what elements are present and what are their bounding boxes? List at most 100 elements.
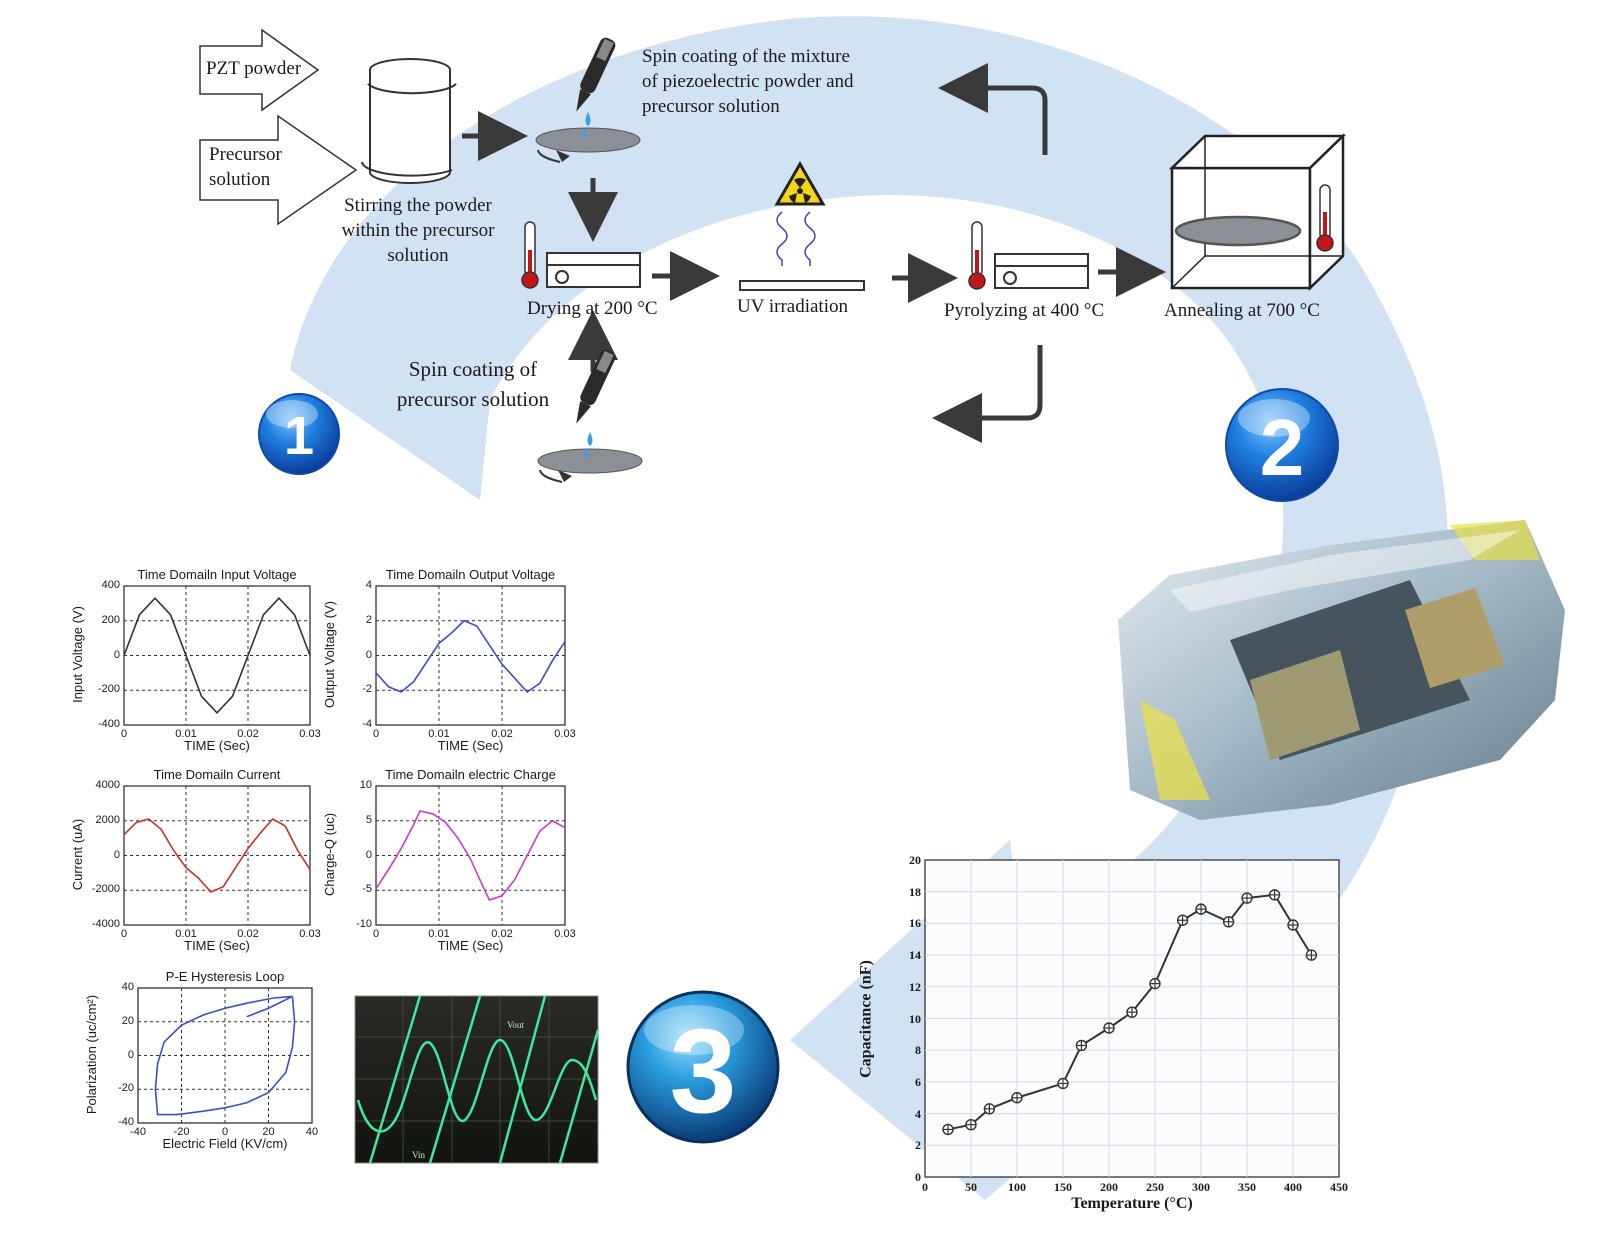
y-tick-label: 200 [101,613,120,626]
y-axis-label: Output Voltage (V) [321,600,337,708]
series-line [375,810,566,901]
y-tick-label: -2 [362,683,372,696]
y-tick-label: -4 [362,718,372,730]
y-tick-label: 10 [909,1011,921,1026]
return-arrow-up [938,63,1048,155]
hotplate-drying-icon [546,252,641,288]
uv-label: UV irradiation [737,296,848,317]
y-tick-label: 40 [121,981,134,993]
y-tick-label: 0 [915,1170,921,1184]
thermometer-pyrolyzing-icon [968,221,986,290]
x-tick-label: 0 [120,728,128,740]
thermometer-drying-icon [521,221,539,289]
y-axis-label: Input Voltage (V) [69,605,85,703]
x-tick-label: 150 [1054,1180,1072,1194]
y-tick-label: 4 [365,579,372,591]
x-tick-label: 0 [221,1126,229,1138]
y-tick-label: 0 [113,848,120,861]
x-tick-label: 100 [1008,1180,1026,1194]
series-line [947,893,1313,1131]
y-tick-label: -40 [118,1116,134,1128]
furnace-icon [1168,133,1347,291]
x-axis-label: TIME (Sec) [437,738,504,753]
x-tick-label: 0.02 [491,928,513,940]
y-tick-label: 18 [909,884,921,899]
step-badge-1 [258,393,340,475]
return-arrow-down [932,345,1043,443]
x-axis-label: TIME (Sec) [184,738,250,753]
drying-label: Drying at 200 °C [527,298,658,319]
x-tick-label: 0.02 [237,728,259,740]
x-tick-label: 20 [262,1126,275,1138]
thermometer-annealing-icon [1316,184,1334,252]
y-tick-label: 14 [909,948,921,963]
y-tick-label: 2000 [95,813,120,826]
chart-4 [375,785,566,926]
y-tick-label: 4000 [95,779,120,791]
plot-title: Time Domailn Output Voltage [385,567,556,582]
x-tick-label: 0 [372,728,380,740]
x-tick-label: 0 [922,1180,928,1194]
series-line [123,596,311,715]
x-tick-label: 40 [305,1126,319,1138]
device-photo [1118,520,1565,820]
series-line [375,619,566,694]
y-tick-label: 0 [365,848,372,861]
y-tick-label: 20 [121,1014,134,1027]
plot-title: Time Domailn electric Charge [385,767,556,782]
y-axis-label: Charge-Q (uc) [321,812,337,896]
x-tick-label: -20 [173,1126,190,1138]
chart-2 [375,585,566,726]
x-tick-label: 350 [1238,1180,1256,1194]
x-axis-label: Electric Field (KV/cm) [162,1136,288,1151]
chart-1 [123,585,311,726]
x-tick-label: -40 [130,1126,146,1138]
step-badge-3 [626,990,780,1144]
x-tick-label: 0.03 [299,928,321,940]
oscilloscope-screen [354,995,600,1164]
x-tick-label: 0.03 [299,728,321,740]
plot-title: Time Domailn Input Voltage [137,567,297,582]
y-tick-label: 12 [909,979,921,994]
x-tick-label: 450 [1330,1180,1348,1194]
y-tick-label: -4000 [91,918,120,930]
series-line [123,818,311,893]
y-tick-label: 2 [365,613,372,626]
x-tick-label: 0 [372,928,380,940]
x-axis-label: Temperature (°C) [1071,1195,1193,1212]
y-tick-label: 20 [909,853,921,867]
y-tick-label: 0 [127,1048,134,1061]
step-badge-2 [1225,388,1339,502]
x-tick-label: 400 [1284,1180,1302,1194]
uv-rays-icon [776,211,816,266]
spin-mixture-label: Spin coating of the mixture of piezoelec… [642,46,854,117]
annealing-label: Annealing at 700 °C [1164,300,1320,321]
chart-3 [123,785,311,926]
y-tick-label: 2 [915,1138,921,1153]
y-axis-label: Current (uA) [69,818,85,890]
chart-6 [924,859,1340,1178]
y-tick-label: -5 [362,883,372,896]
y-tick-label: 5 [365,813,372,826]
y-tick-label: 16 [909,916,921,931]
beaker-icon [361,58,457,184]
x-tick-label: 300 [1192,1180,1210,1194]
spin-coater-bottom-icon [537,349,643,483]
uv-substrate [739,280,865,291]
scope-vin-label: Vin [412,1150,425,1160]
plot-title: Time Domailn Current [153,767,281,782]
pzt-powder-arrow [199,28,320,112]
y-tick-label: 8 [915,1043,921,1058]
spin-coater-icon [535,37,641,163]
x-tick-label: 0.01 [428,728,450,740]
y-tick-label: 400 [101,579,120,591]
y-tick-label: -20 [118,1082,134,1095]
x-axis-label: TIME (Sec) [437,938,504,953]
series-line [154,995,296,1116]
x-tick-label: 0.02 [491,728,513,740]
plot-frame [375,785,566,926]
x-tick-label: 250 [1146,1180,1164,1194]
y-tick-label: 4 [915,1106,921,1121]
y-axis-label: Capacitance (nF) [857,959,874,1078]
